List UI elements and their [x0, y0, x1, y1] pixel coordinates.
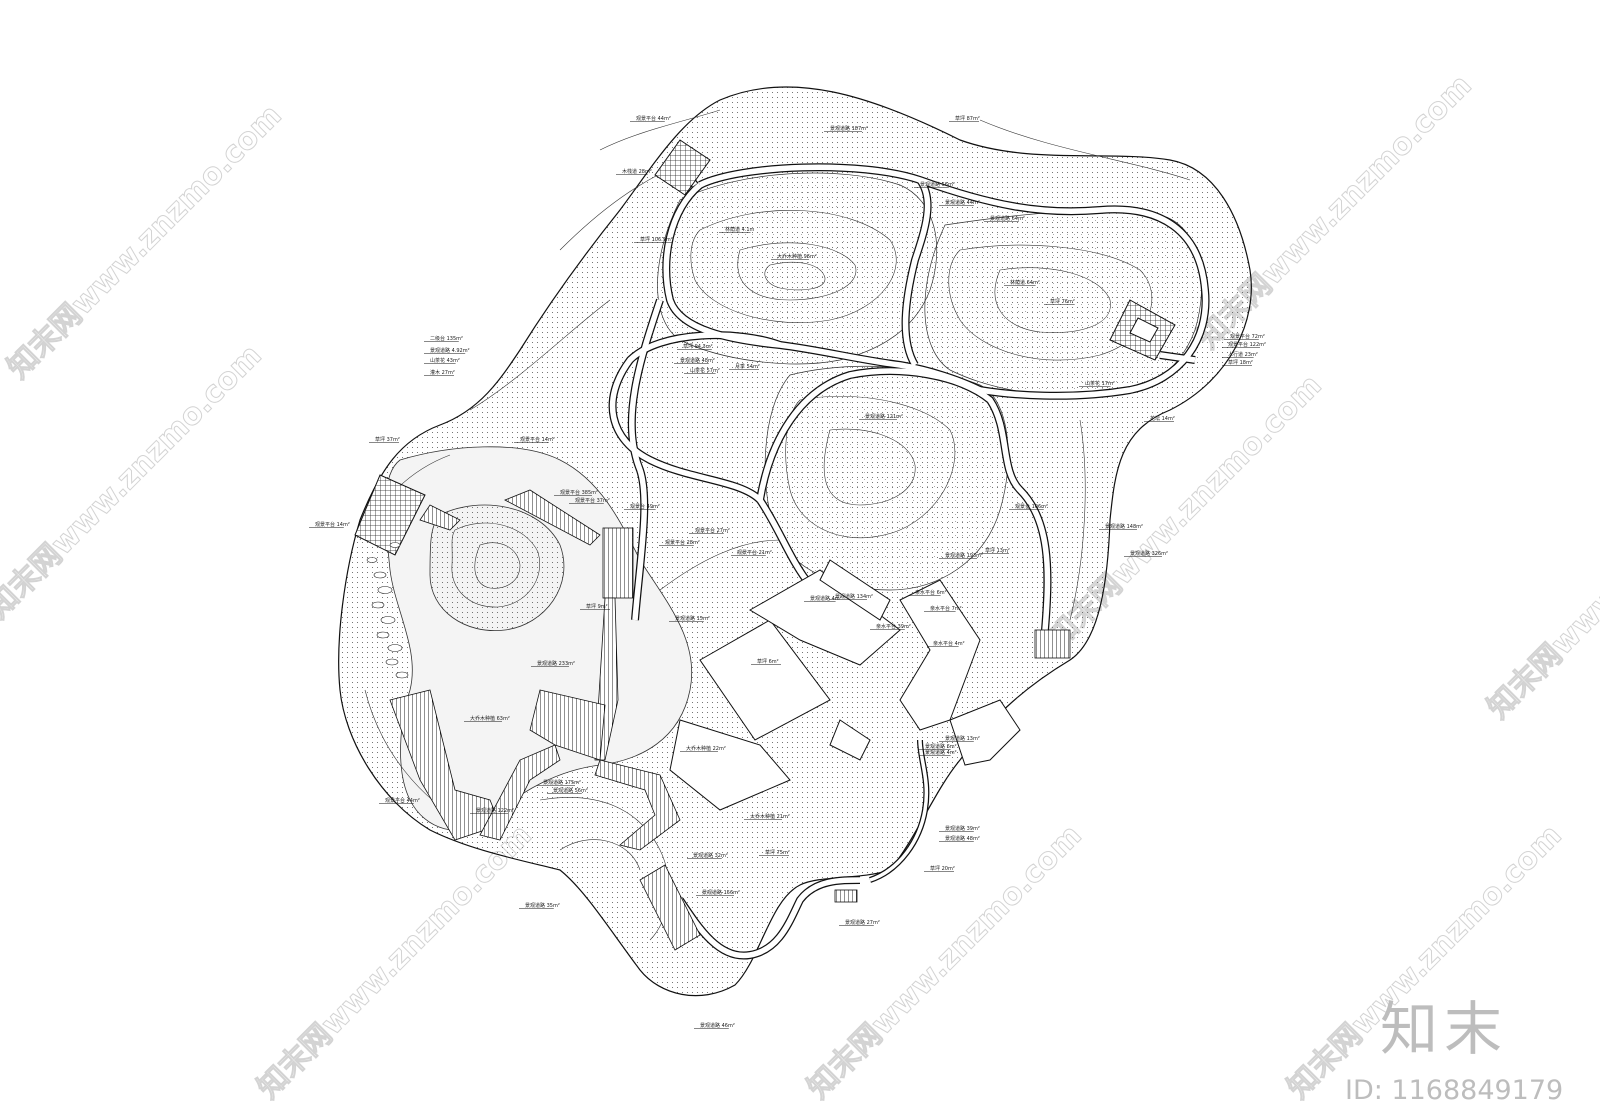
area-label: 林荫道 64m²	[1010, 279, 1040, 286]
area-label: 草坪 87m²	[955, 115, 980, 122]
area-label: 景观道路 15m²	[675, 615, 710, 622]
area-label: 景观道路 44m²	[945, 199, 980, 206]
area-label: 景观道路 35m²	[525, 902, 560, 909]
area-label: 景观道路 6m²	[925, 743, 957, 750]
area-label: 亲水平台 6m²	[915, 589, 947, 596]
area-label: 林荫道 4.1m	[725, 226, 755, 233]
area-label: 景观道路 48m²	[945, 835, 980, 842]
area-label: 草坪 76m²	[1050, 298, 1075, 305]
area-label: 观景台 49m²	[630, 503, 660, 510]
area-label: 二级台 135m²	[430, 335, 463, 342]
area-label: 景观道路 56m²	[553, 787, 588, 794]
area-label: 景观道路 175m²	[543, 779, 581, 786]
area-label: 景观道路 4m²	[925, 749, 957, 756]
area-label: 观景平台 44m²	[636, 115, 671, 122]
area-label: 大乔木种植 96m²	[777, 253, 817, 260]
building	[899, 579, 981, 731]
area-label: 观景平台 385m²	[560, 489, 598, 496]
area-label: 草坪 94.3m²	[683, 343, 713, 350]
area-label: 景观道路 64m²	[990, 215, 1025, 222]
area-label: 景观道路 39m²	[945, 825, 980, 832]
area-label: 亲水平台 39m²	[876, 623, 911, 630]
area-label: 景观道路 193m²	[945, 552, 983, 559]
area-label: 景观道路 56m²	[920, 181, 955, 188]
area-label: 木栈道 28m²	[622, 168, 652, 175]
area-label: 灌木 27m²	[430, 369, 455, 376]
area-label: 草坪 13m²	[985, 547, 1010, 554]
area-label: 观景平台 72m²	[1230, 333, 1265, 340]
area-label: 景观道路 233m²	[537, 660, 575, 667]
area-label: 山茶花 57m²	[690, 367, 720, 374]
brand-logo: 知末	[1380, 995, 1509, 1063]
area-label: 观景台 106m²	[1015, 503, 1048, 510]
area-label: 大乔木种植 63m²	[470, 715, 510, 722]
area-label: 观景平台 14m²	[520, 436, 555, 443]
area-label: 景观道路 326m²	[1130, 550, 1168, 557]
area-label: 花坛 14m²	[1150, 415, 1175, 422]
building	[699, 619, 831, 741]
watermark-text: 知末网www.znzmo.com	[0, 338, 269, 626]
east-path-inner	[869, 739, 929, 882]
area-label: 大乔木种植 21m²	[750, 813, 790, 820]
building	[829, 719, 871, 761]
stepping-stones	[366, 542, 409, 679]
deck-platform	[602, 527, 634, 599]
area-label: 山茶花 17m²	[1085, 380, 1115, 387]
area-labels: 观景平台 44m² 草坪 87m² 木栈道 28m² 景观道路 187m² 景观道路 5…	[309, 115, 1266, 1029]
deck-platform	[1034, 629, 1071, 659]
area-label: 草坪 106.9m²	[640, 236, 673, 243]
area-label: 景观道路 134m²	[835, 593, 873, 600]
deck-platform	[639, 864, 701, 951]
pavilions	[354, 139, 1176, 556]
pavilion-north	[654, 139, 711, 196]
building	[949, 699, 1021, 766]
area-label: 观景平台 28m²	[665, 539, 700, 546]
area-label: 景观道路 148m²	[1105, 523, 1143, 530]
area-label: 月季 54m²	[735, 363, 760, 370]
area-label: 大乔木种植 22m²	[686, 745, 726, 752]
area-label: 人行道 23m²	[1228, 351, 1258, 358]
area-label: 草坪 9m²	[586, 603, 608, 610]
area-label: 景观道路 32m²	[693, 852, 728, 859]
area-label: 草坪 37m²	[375, 436, 400, 443]
area-label: 景观道路 121m²	[865, 413, 903, 420]
area-label: 观景平台 27m²	[695, 527, 730, 534]
island-mound	[429, 504, 565, 632]
area-label: 景观道路 48m²	[680, 357, 715, 364]
area-label: 山茶花 43m²	[430, 357, 460, 364]
watermark-text: 知末网www.znzmo.com	[1481, 438, 1600, 726]
building	[669, 719, 791, 811]
watermark-text: 知末网www.znzmo.com	[251, 818, 539, 1106]
area-label: 观景平台 44m²	[385, 797, 420, 804]
area-label: 景观道路 4m²	[810, 595, 842, 602]
area-label: 观景平台 122m²	[1228, 341, 1266, 348]
area-label: 草坪 18m²	[1228, 359, 1253, 366]
deck-platform	[529, 689, 606, 761]
area-label: 景观道路 13m²	[945, 735, 980, 742]
area-label: 景观道路 27m²	[845, 919, 880, 926]
area-label: 景观道路 4.92m²	[430, 347, 470, 354]
area-label: 景观道路 187m²	[830, 125, 868, 132]
main-path-inner	[609, 163, 1209, 631]
buildings	[669, 559, 1021, 811]
area-label: 草坪 20m²	[930, 865, 955, 872]
area-label: 草坪 6m²	[757, 658, 779, 665]
area-label: 景观道路 156m²	[702, 889, 740, 896]
image-id: ID: 1168849179	[1345, 1075, 1564, 1106]
building	[749, 569, 901, 666]
area-label: 景观道路 46m²	[700, 1022, 735, 1029]
area-label: 观景平台 21m²	[737, 549, 772, 556]
area-label: 观景平台 37m²	[575, 497, 610, 504]
area-label: 亲水平台 4m²	[933, 640, 965, 647]
area-label: 草坪 75m²	[765, 849, 790, 856]
area-label: 亲水平台 7m²	[930, 605, 962, 612]
pavilion-west	[354, 474, 426, 556]
area-label: 景观道路 122m²	[476, 807, 514, 814]
south-path-inner	[677, 877, 861, 959]
area-label: 观景平台 14m²	[315, 521, 350, 528]
boardwalks	[389, 489, 1071, 951]
